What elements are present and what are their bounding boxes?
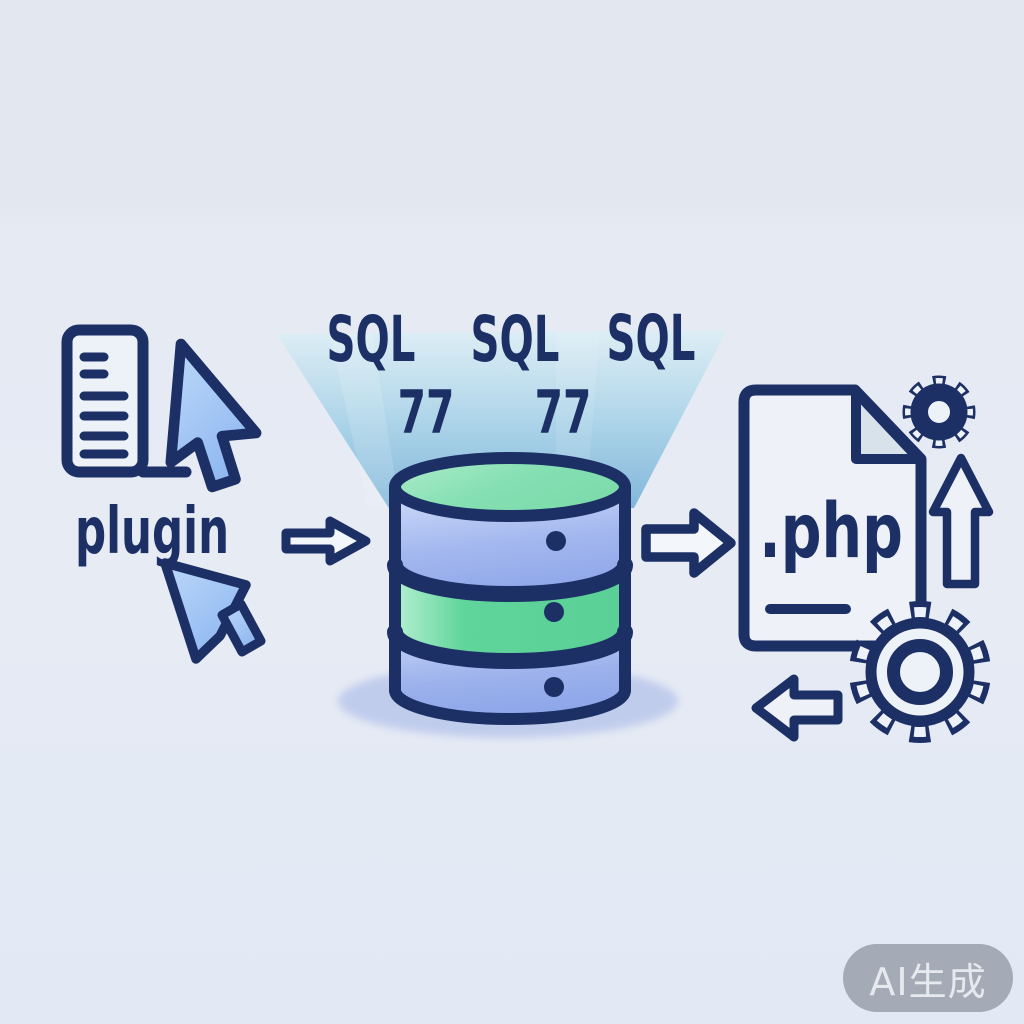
plugin-label: plugin	[75, 493, 229, 568]
arrow-left-icon	[751, 674, 843, 742]
ai-generated-watermark: AI生成	[843, 944, 1013, 1012]
number-label-1: 77	[398, 378, 455, 448]
db-dot	[544, 602, 564, 622]
gear-small-icon	[902, 375, 976, 449]
db-dot	[544, 677, 564, 697]
gear-large-icon	[849, 601, 991, 743]
database-icon	[387, 452, 633, 725]
sql-label-2: SQL	[471, 304, 560, 377]
number-label-2: 77	[535, 378, 592, 448]
watermark-text: AI生成	[869, 959, 987, 1004]
cursor-click-icon	[160, 558, 266, 664]
cursor-icon	[165, 338, 262, 493]
sql-label-3: SQL	[607, 303, 696, 376]
arrow-right-icon	[641, 508, 736, 578]
sql-label-1: SQL	[327, 304, 416, 377]
arrow-up-icon	[928, 453, 994, 589]
folded-corner	[851, 387, 924, 464]
file-php-icon	[738, 384, 927, 652]
arrow-right-icon	[281, 516, 371, 566]
db-dot	[546, 531, 566, 551]
php-label: .php	[759, 487, 903, 575]
plugin-list-icon	[61, 324, 192, 478]
